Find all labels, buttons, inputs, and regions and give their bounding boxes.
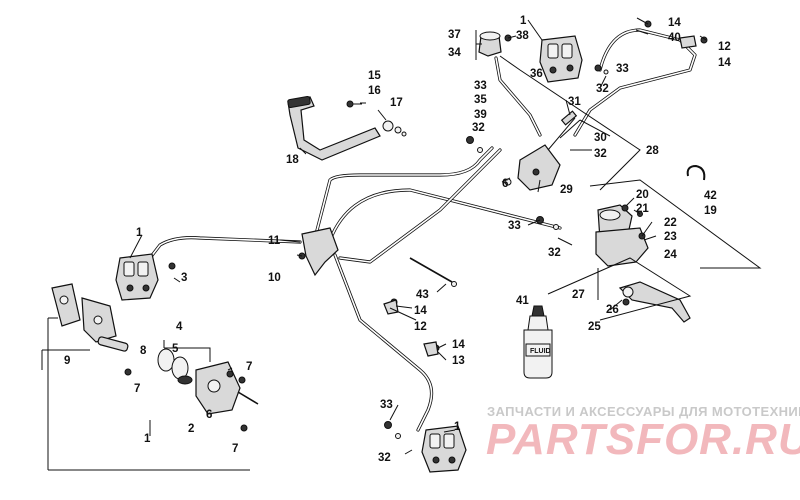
brake-line-junction-block: [301, 227, 339, 277]
callout-10: 10: [268, 272, 281, 284]
callout-40: 40: [668, 32, 681, 44]
callout-15: 15: [368, 70, 381, 82]
callout-27: 27: [572, 289, 585, 301]
callout-30: 30: [594, 132, 607, 144]
callout-20: 20: [636, 189, 649, 201]
hose-clip-ring: [686, 164, 706, 181]
callout-11: 11: [268, 235, 281, 247]
callout-37: 37: [448, 29, 461, 41]
callout-13: 13: [452, 355, 465, 367]
brake-fluid-reservoir: [478, 31, 512, 57]
rear-caliper-top: [539, 35, 583, 83]
brake-fluid-bottle: FLUID: [523, 305, 553, 379]
callout-14-top: 14: [668, 17, 681, 29]
callout-12-mid: 12: [414, 321, 427, 333]
callout-35: 35: [474, 94, 487, 106]
callout-32-b: 32: [472, 122, 485, 134]
watermark-brand: PARTSFOR.RU: [486, 415, 800, 464]
callout-14-top2: 14: [718, 57, 731, 69]
callout-14-mid: 14: [414, 305, 427, 317]
hose-clamps: [383, 35, 697, 357]
callout-31: 31: [568, 96, 581, 108]
callout-6-mid: 6: [502, 178, 508, 190]
callout-7-c: 7: [232, 443, 238, 455]
callout-24: 24: [664, 249, 677, 261]
callout-21: 21: [636, 203, 649, 215]
callout-22: 22: [664, 217, 677, 229]
callout-5: 5: [172, 343, 179, 355]
callout-18: 18: [286, 154, 299, 166]
callout-14-mid2: 14: [452, 339, 465, 351]
callout-33-b: 33: [474, 80, 487, 92]
caliper-bracket-assembly: [51, 283, 259, 432]
callout-25: 25: [588, 321, 601, 333]
callout-9: 9: [64, 355, 70, 367]
callout-7-a: 7: [246, 361, 252, 373]
callout-1-bracket: 1: [144, 433, 151, 445]
callout-numbers: 1 1 1 1 2 3 4 5 6 6 7 7 7 8 9 10 11 12 1…: [64, 15, 731, 464]
callout-29: 29: [560, 184, 573, 196]
callout-32-d: 32: [548, 247, 561, 259]
callout-16: 16: [368, 85, 381, 97]
front-right-caliper: [421, 425, 467, 473]
callout-4: 4: [176, 321, 183, 333]
brake-hoses: [148, 28, 697, 432]
callout-19: 19: [704, 205, 717, 217]
callout-12-top: 12: [718, 41, 731, 53]
callout-36: 36: [530, 68, 543, 80]
callout-7-b: 7: [134, 383, 140, 395]
callout-41: 41: [516, 295, 529, 307]
callout-39: 39: [474, 109, 487, 121]
callout-1-bottom: 1: [454, 421, 461, 433]
callout-32-a: 32: [596, 83, 609, 95]
callout-2: 2: [188, 423, 194, 435]
group-lines: [41, 30, 762, 471]
callout-33-c: 33: [508, 220, 521, 232]
bottle-label: FLUID: [530, 348, 551, 355]
callout-42: 42: [704, 190, 717, 202]
callout-1-left: 1: [136, 227, 143, 239]
callout-17: 17: [390, 97, 403, 109]
callout-23: 23: [664, 231, 677, 243]
callout-43: 43: [416, 289, 429, 301]
callout-38: 38: [516, 30, 529, 42]
callout-33-d: 33: [380, 399, 393, 411]
leader-lines: [129, 17, 707, 455]
callout-32-e: 32: [378, 452, 391, 464]
brake-line-fitting: [409, 257, 457, 287]
callout-8: 8: [140, 345, 147, 357]
callout-33-a: 33: [616, 63, 629, 75]
callout-28: 28: [646, 145, 659, 157]
callout-3: 3: [181, 272, 187, 284]
foot-brake-master-cylinder: [504, 110, 581, 191]
callout-34: 34: [448, 47, 461, 59]
watermark-tagline: ЗАПЧАСТИ И АКСЕССУАРЫ ДЛЯ МОТОТЕХНИКИ: [487, 404, 800, 419]
callout-32-c: 32: [594, 148, 607, 160]
callout-6-left: 6: [206, 409, 212, 421]
callout-1-top: 1: [520, 15, 527, 27]
front-left-caliper: [115, 253, 159, 301]
watermark: ЗАПЧАСТИ И АКСЕССУАРЫ ДЛЯ МОТОТЕХНИКИ PA…: [486, 404, 800, 464]
rear-brake-pedal: [287, 95, 407, 161]
callout-26: 26: [606, 304, 619, 316]
